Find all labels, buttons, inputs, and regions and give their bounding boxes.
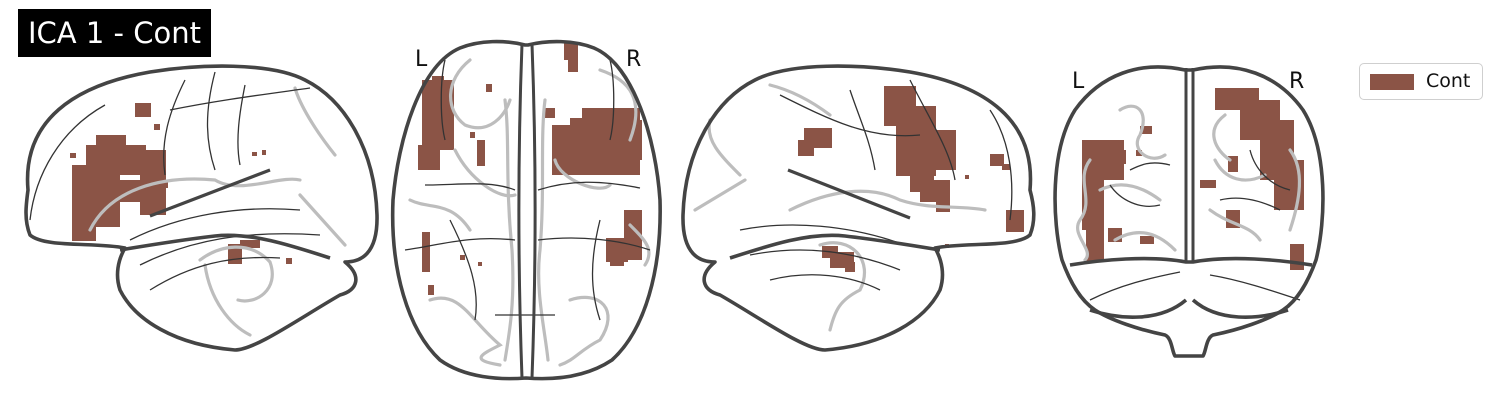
activation-blob	[568, 60, 578, 72]
sagittal-left-view	[24, 64, 379, 352]
activation-blob	[262, 150, 266, 155]
activation-blob	[564, 42, 578, 60]
activation-blob	[845, 262, 855, 272]
activation-blob	[418, 145, 440, 170]
activation-blob	[1136, 150, 1142, 156]
activation-blob	[920, 180, 950, 202]
activation-blob	[1200, 180, 1216, 188]
coronal-blobs	[1082, 88, 1304, 270]
activation-blob	[1086, 226, 1104, 262]
activation-blob	[910, 130, 956, 170]
figure-title: ICA 1 - Cont	[18, 9, 211, 57]
activation-blob	[610, 254, 624, 266]
activation-blob	[70, 153, 76, 158]
activation-blob	[632, 120, 642, 160]
activation-blob	[154, 124, 160, 130]
axial-left-label: L	[415, 47, 428, 72]
activation-blob	[570, 118, 590, 130]
activation-blob	[428, 285, 434, 295]
legend: Cont	[1359, 63, 1483, 100]
activation-blob	[422, 232, 430, 272]
activation-blob	[1018, 214, 1024, 222]
coronal-view: L R	[1053, 65, 1325, 358]
axial-view: L R	[390, 39, 662, 381]
activation-blob	[798, 140, 814, 156]
activation-blob	[582, 108, 640, 128]
activation-blob	[965, 175, 969, 179]
activation-blob	[432, 76, 444, 84]
activation-blob	[460, 255, 465, 260]
activation-blob	[72, 165, 120, 227]
coronal-left-label: L	[1072, 69, 1085, 94]
activation-blob	[286, 258, 292, 264]
activation-blob	[478, 262, 482, 266]
activation-blob	[422, 80, 454, 150]
activation-blob	[72, 227, 96, 241]
activation-blob	[1140, 126, 1152, 134]
activation-blob	[1290, 244, 1304, 270]
legend-label-cont: Cont	[1426, 70, 1471, 92]
activation-blob	[240, 240, 260, 248]
activation-blob	[624, 210, 642, 260]
activation-blob	[552, 125, 640, 175]
activation-blob	[486, 84, 492, 92]
activation-blob	[1228, 156, 1238, 172]
coronal-right-label: R	[1289, 69, 1304, 94]
activation-blob	[252, 152, 257, 156]
activation-blob	[1116, 150, 1126, 164]
activation-blob	[1002, 164, 1010, 170]
activation-blob	[96, 135, 126, 151]
activation-blob	[545, 108, 555, 118]
activation-blob	[160, 180, 168, 188]
activation-blob	[135, 103, 151, 117]
legend-swatch-cont	[1370, 74, 1414, 90]
sagittal-right-view	[681, 64, 1036, 352]
activation-blob	[470, 132, 475, 138]
activation-blob	[477, 140, 485, 166]
axial-blobs	[418, 42, 642, 295]
activation-blob	[1140, 236, 1154, 244]
activation-blob	[990, 154, 1004, 166]
axial-right-label: R	[626, 47, 641, 72]
